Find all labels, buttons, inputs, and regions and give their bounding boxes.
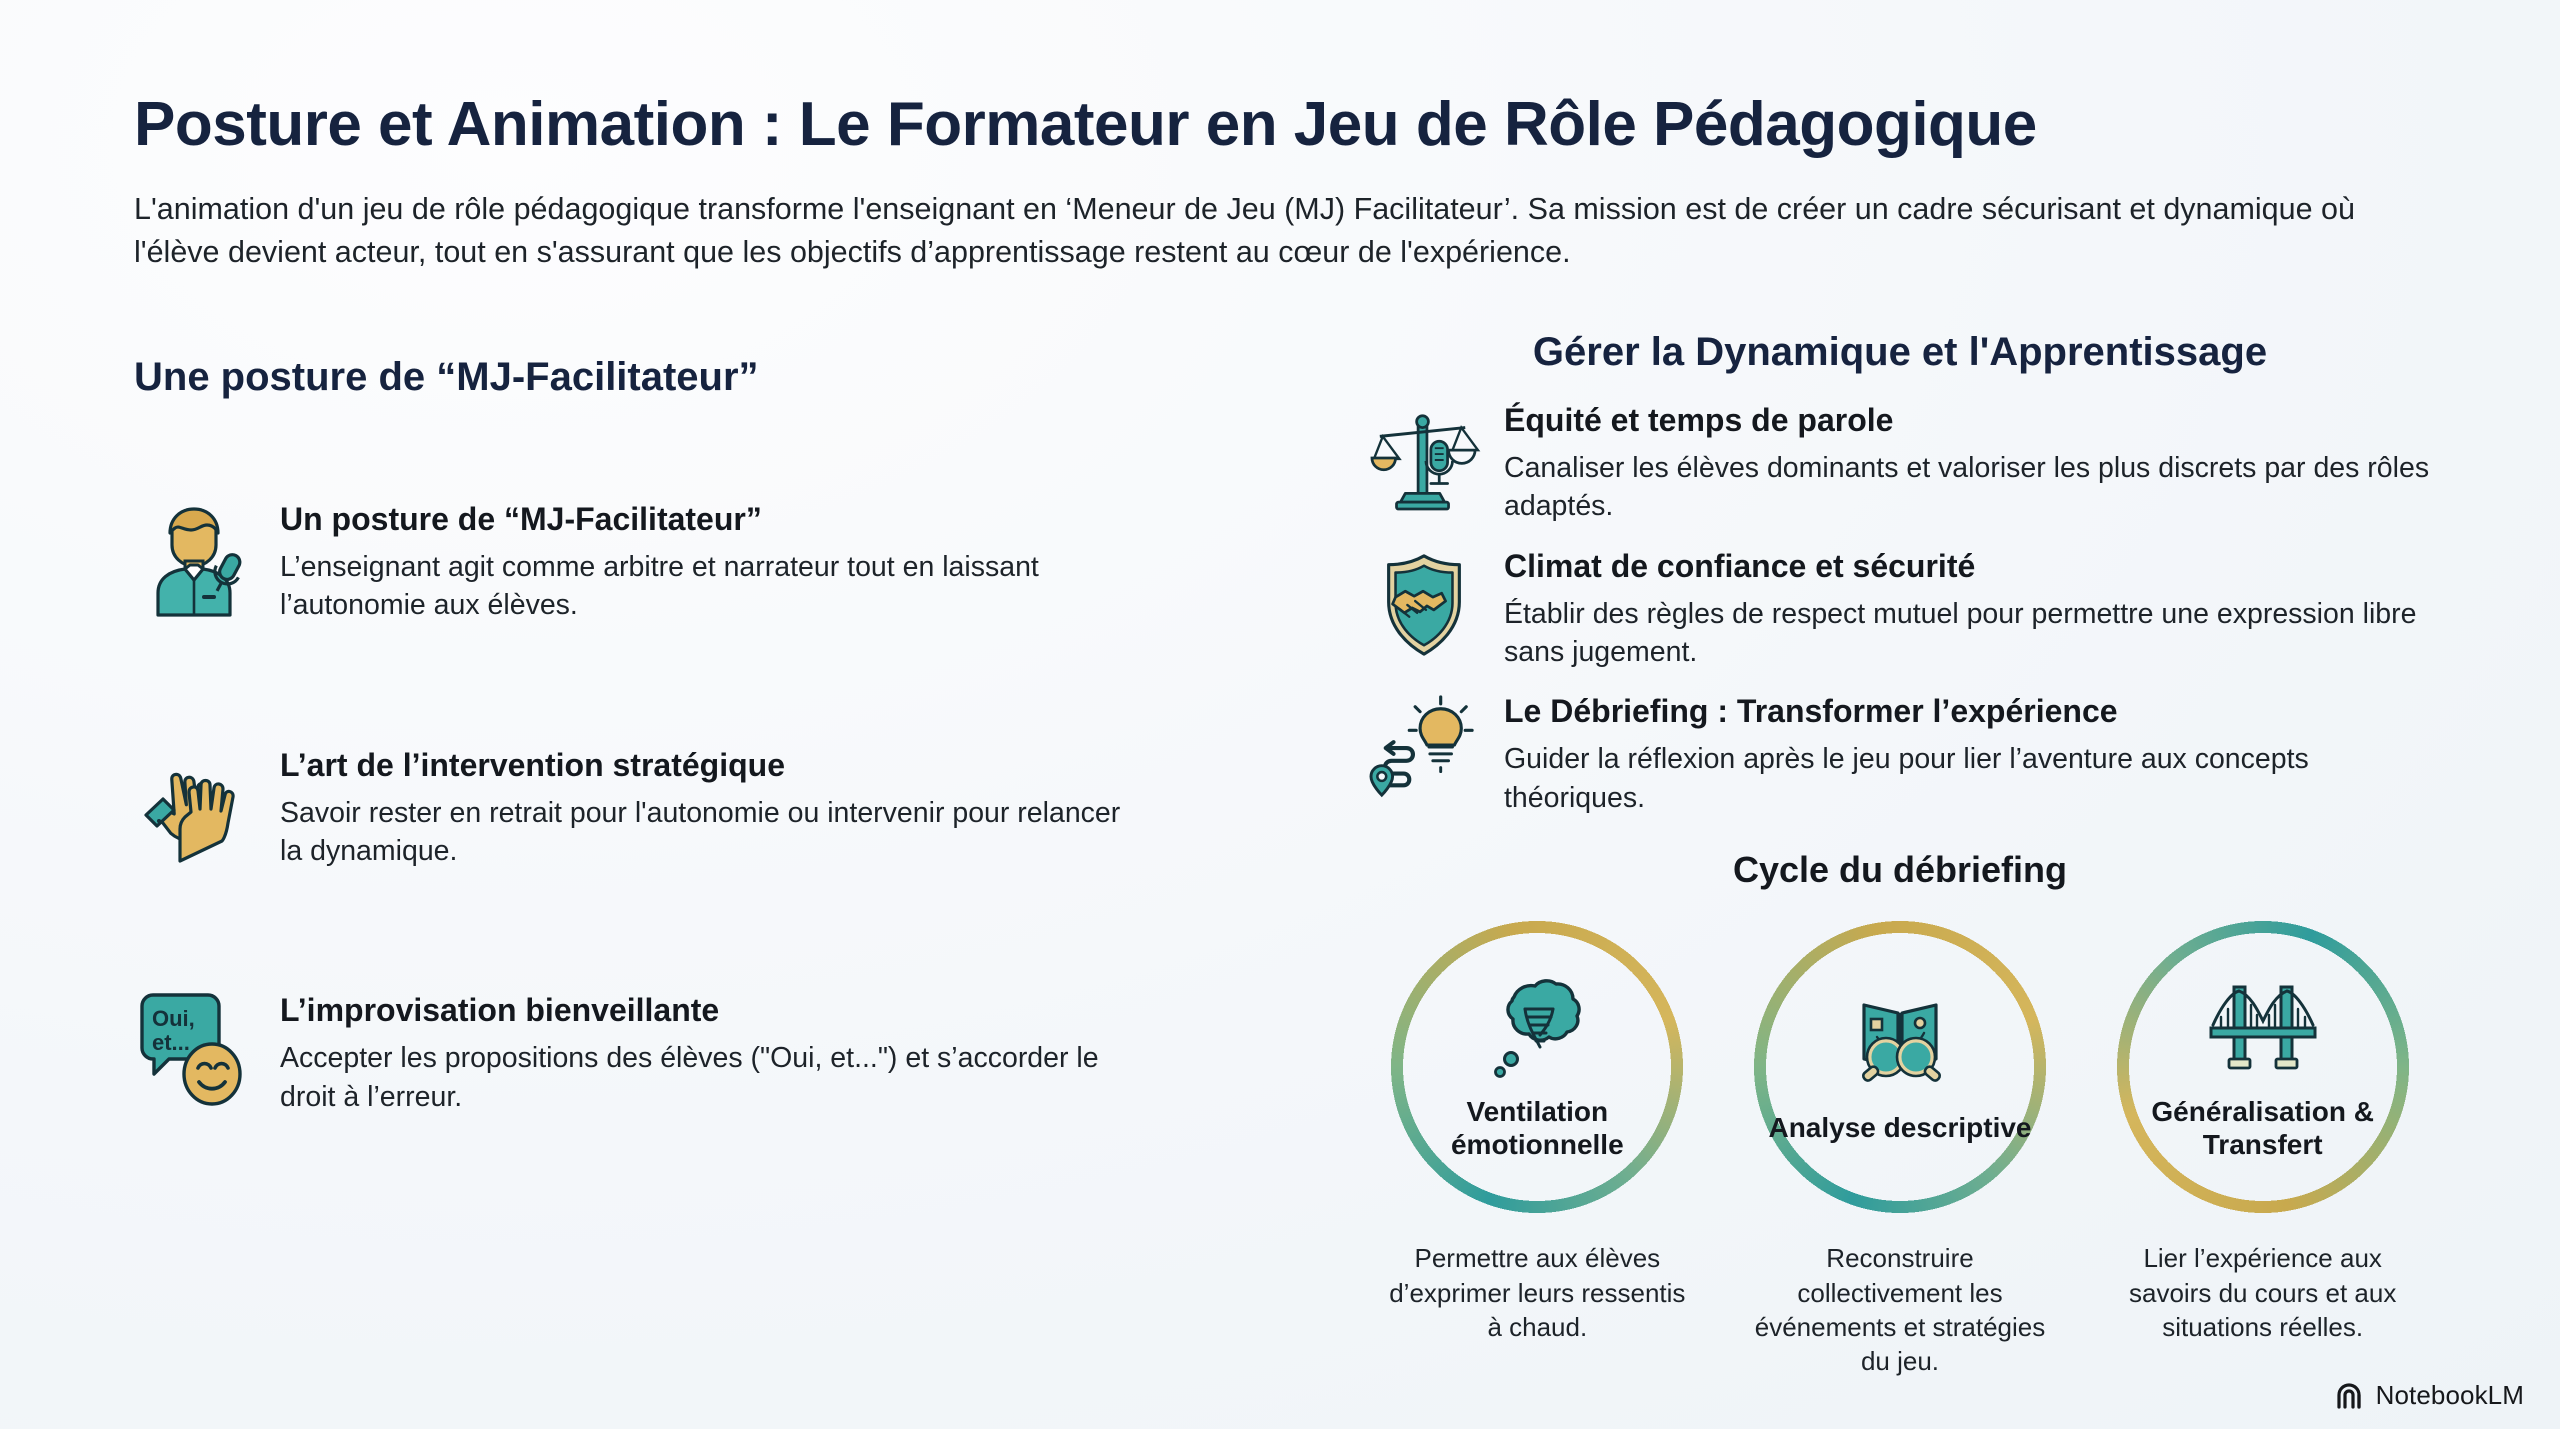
left-section-title: Une posture de “MJ-Facilitateur” [134,355,759,399]
left-feature-1-body: Un posture de “MJ-Facilitateur” L’enseig… [280,497,1134,625]
cycle-step-1-inner: Ventilation émotionnelle [1387,973,1687,1162]
bubble-line-1: Oui, [152,1006,195,1031]
cycle-step-2: Analyse descriptive Reconstruire collect… [1733,917,2068,1404]
cycle-step-1-circle: Ventilation émotionnelle [1387,917,1688,1218]
left-feature-1-title: Un posture de “MJ-Facilitateur” [280,501,762,537]
right-feature-2: Climat de confiance et sécurité Établir … [1370,548,2430,672]
brand-footer: NotebookLM [2336,1380,2524,1411]
right-feature-1: Équité et temps de parole Canaliser les … [1370,402,2430,526]
bubble-line-2: et... [152,1030,190,1055]
intro-paragraph: L'animation d'un jeu de rôle pédagogique… [134,191,2355,270]
left-feature-2-desc: Savoir rester en retrait pour l'autonomi… [280,796,1121,867]
header: Posture et Animation : Le Formateur en J… [134,92,2424,274]
cycle-step-2-circle: Analyse descriptive [1750,917,2050,1218]
left-feature-3: Oui, et... L’improvisation bienveillante… [134,988,1134,1116]
right-feature-1-title: Équité et temps de parole [1504,402,1894,438]
notebooklm-spiral-icon [2336,1382,2366,1409]
cycle-section: Cycle du débriefing [1370,849,2430,1404]
open-hands-icon [134,743,254,863]
cycle-step-2-label: Analyse descriptive [1768,1112,2032,1144]
right-section-title: Gérer la Dynamique et l'Apprentissage [1532,330,2268,374]
right-feature-3: Le Débriefing : Transformer l’expérience… [1369,693,2430,817]
suspension-bridge-icon [2207,973,2319,1085]
cycle-step-3-label: Généralisation & Transfert [2151,1095,2374,1161]
balance-scale-microphone-icon [1370,404,1481,512]
cycle-step-1-label: Ventilation émotionnelle [1450,1095,1624,1161]
cycle-title: Cycle du débriefing [1732,849,2068,891]
cycle-row: Ventilation émotionnelle Permettre aux é… [1370,917,2430,1404]
cycle-step-3: Généralisation & Transfert Lier l’expéri… [2095,917,2430,1370]
left-feature-2: L’art de l’intervention stratégique Savo… [134,743,1134,871]
left-feature-3-title: L’improvisation bienveillante [280,992,720,1029]
cycle-step-1: Ventilation émotionnelle Permettre aux é… [1370,917,1705,1370]
right-column: Gérer la Dynamique et l'Apprentissage [1369,330,2430,1404]
page-title: Posture et Animation : Le Formateur en J… [134,90,2037,159]
right-feature-3-body: Le Débriefing : Transformer l’expérience… [1504,693,2430,817]
right-feature-1-body: Équité et temps de parole Canaliser les … [1504,402,2430,526]
cycle-step-1-ring [1387,917,1688,1218]
teacher-microphone-icon [134,497,254,617]
shield-handshake-icon [1370,550,1478,658]
cycle-step-3-circle: Généralisation & Transfert [2112,917,2413,1218]
left-feature-1: Un posture de “MJ-Facilitateur” L’enseig… [134,497,1134,625]
right-feature-2-title: Climat de confiance et sécurité [1504,547,1976,584]
left-column: Une posture de “MJ-Facilitateur” [134,355,1134,1234]
path-lightbulb-icon [1369,695,1478,803]
cycle-step-2-inner: Analyse descriptive [1750,989,2050,1145]
right-feature-2-desc: Établir des règles de respect mutuel pou… [1504,597,2417,668]
map-magnifiers-icon [1844,989,1956,1101]
cycle-step-1-caption: Permettre aux élèves d’exprimer leurs re… [1389,1243,1686,1342]
left-feature-2-title: L’art de l’intervention stratégique [280,746,785,783]
cycle-step-2-caption: Reconstruire collectivement les événemen… [1754,1243,2046,1377]
left-feature-3-body: L’improvisation bienveillante Accepter l… [280,988,1134,1116]
cycle-step-3-caption: Lier l’expérience aux savoirs du cours e… [2128,1243,2397,1342]
right-feature-1-desc: Canaliser les élèves dominants et valori… [1504,451,2430,523]
speech-bubble-smiley-icon: Oui, et... [134,988,254,1108]
brand-label: NotebookLM [2375,1380,2524,1410]
left-feature-3-desc: Accepter les propositions des élèves ("O… [280,1042,1099,1113]
right-feature-2-body: Climat de confiance et sécurité Établir … [1504,548,2430,672]
right-feature-3-desc: Guider la réflexion après le jeu pour li… [1504,743,2309,814]
thought-cloud-tornado-icon [1481,973,1593,1085]
right-feature-3-title: Le Débriefing : Transformer l’expérience [1504,693,2118,730]
cycle-step-3-ring [2112,917,2413,1218]
cycle-step-3-inner: Généralisation & Transfert [2113,973,2413,1162]
left-feature-2-body: L’art de l’intervention stratégique Savo… [280,743,1134,871]
left-feature-1-desc: L’enseignant agit comme arbitre et narra… [280,550,1039,622]
